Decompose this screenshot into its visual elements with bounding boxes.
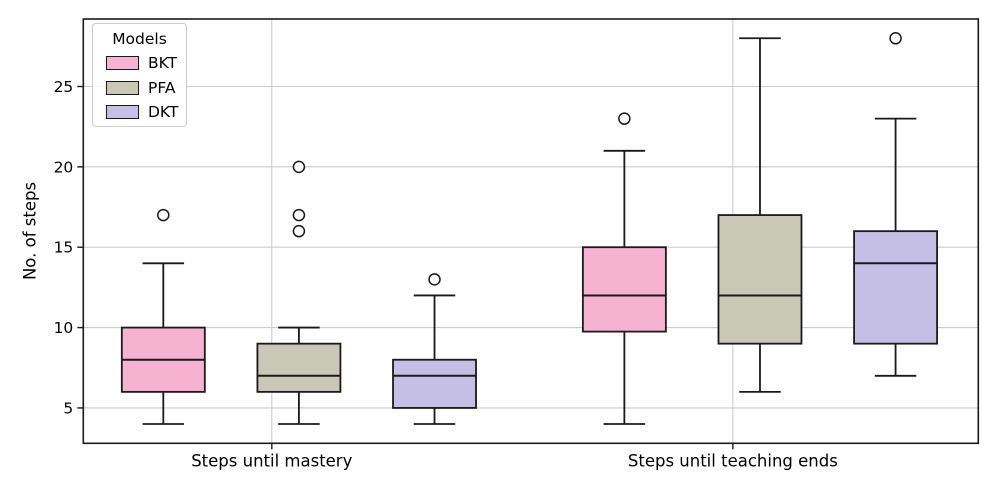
- y-tick-label: 15: [54, 239, 74, 257]
- outlier-point: [157, 208, 170, 222]
- box-bkt-group1: [581, 246, 667, 333]
- outlier-point: [292, 208, 306, 222]
- box-pfa-group0: [256, 342, 342, 393]
- box-pfa-group1: [717, 214, 803, 345]
- outlier-point: [889, 32, 902, 45]
- outlier-point: [618, 112, 631, 125]
- legend: Models BKT PFA DKT: [92, 23, 187, 127]
- legend-label-pfa: PFA: [148, 78, 176, 97]
- legend-entry-pfa: PFA: [93, 76, 186, 101]
- legend-label-dkt: DKT: [148, 103, 179, 122]
- y-axis-label: No. of steps: [20, 181, 40, 281]
- y-tick-label: 20: [54, 158, 74, 176]
- axes-border: [82, 18, 980, 445]
- legend-label-bkt: BKT: [148, 54, 178, 73]
- legend-swatch-dkt-icon: [106, 105, 139, 120]
- box-dkt-group1: [853, 230, 938, 345]
- outlier-point: [292, 224, 306, 238]
- outlier-point: [292, 160, 306, 174]
- y-tick-label: 10: [54, 319, 74, 337]
- legend-title: Models: [112, 30, 167, 48]
- x-tick-label: Steps until mastery: [191, 451, 352, 470]
- y-tick-label: 25: [54, 78, 74, 96]
- y-tick-label: 5: [63, 399, 73, 417]
- outlier-point: [428, 273, 441, 286]
- box-dkt-group0: [392, 358, 477, 409]
- x-tick-label: Steps until teaching ends: [628, 451, 838, 470]
- legend-entry-dkt: DKT: [93, 100, 186, 125]
- legend-entry-bkt: BKT: [93, 51, 186, 76]
- legend-swatch-bkt-icon: [106, 56, 139, 71]
- legend-swatch-pfa-icon: [106, 80, 139, 95]
